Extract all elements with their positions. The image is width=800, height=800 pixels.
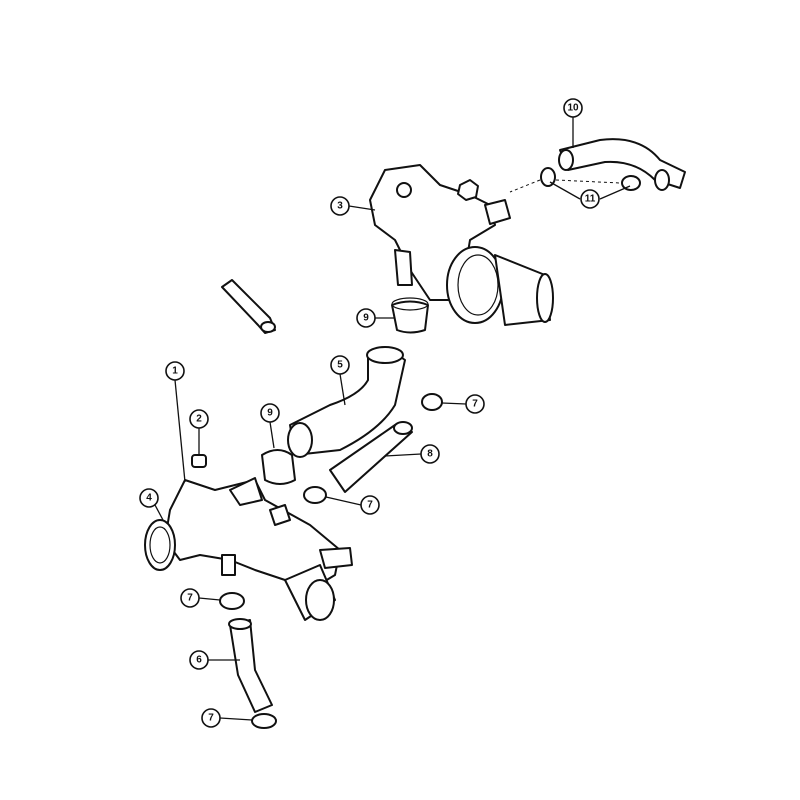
callout-4: 4	[139, 488, 159, 508]
svg-text:7: 7	[367, 500, 373, 511]
callout-9-top: 9	[356, 308, 376, 328]
part-clamp-9-left	[261, 449, 296, 485]
part-outlet-1	[144, 477, 353, 621]
part-clamp-7-b	[303, 486, 327, 504]
callout-1: 1	[165, 361, 185, 381]
svg-text:3: 3	[337, 201, 343, 212]
part-clamp-7-c	[219, 592, 245, 610]
callout-8: 8	[420, 444, 440, 464]
svg-text:9: 9	[267, 408, 273, 419]
svg-text:7: 7	[472, 399, 478, 410]
callout-7-a: 7	[465, 394, 485, 414]
callout-5: 5	[330, 355, 350, 375]
svg-text:11: 11	[585, 194, 596, 205]
svg-text:7: 7	[208, 713, 214, 724]
svg-text:8: 8	[427, 449, 433, 460]
callout-3: 3	[330, 196, 350, 216]
svg-text:5: 5	[337, 360, 343, 371]
part-clamp-7-a	[421, 393, 443, 411]
part-hose-10	[558, 138, 686, 191]
svg-text:2: 2	[196, 414, 202, 425]
part-clamp-9-top	[391, 297, 429, 334]
callout-9-left: 9	[260, 403, 280, 423]
part-hose-8	[329, 421, 413, 493]
callout-7-d: 7	[201, 708, 221, 728]
part-housing-3	[369, 164, 554, 326]
part-bolt-2	[191, 454, 207, 468]
callout-7-b: 7	[360, 495, 380, 515]
svg-text:1: 1	[172, 366, 178, 377]
callout-2: 2	[189, 409, 209, 429]
svg-text:6: 6	[196, 655, 202, 666]
svg-text:4: 4	[146, 493, 152, 504]
part-bleeder-valve	[221, 279, 276, 334]
part-hose-6	[228, 618, 273, 713]
callout-6: 6	[189, 650, 209, 670]
part-hose-5	[287, 346, 406, 458]
callout-7-c: 7	[180, 588, 200, 608]
svg-text:10: 10	[567, 103, 579, 114]
part-clamp-7-d	[251, 713, 277, 729]
callout-11: 11	[580, 189, 600, 209]
leader-lines	[154, 117, 631, 721]
callout-10: 10	[563, 98, 583, 118]
svg-text:9: 9	[363, 313, 369, 324]
svg-text:7: 7	[187, 593, 193, 604]
part-clamps-11	[509, 167, 641, 193]
